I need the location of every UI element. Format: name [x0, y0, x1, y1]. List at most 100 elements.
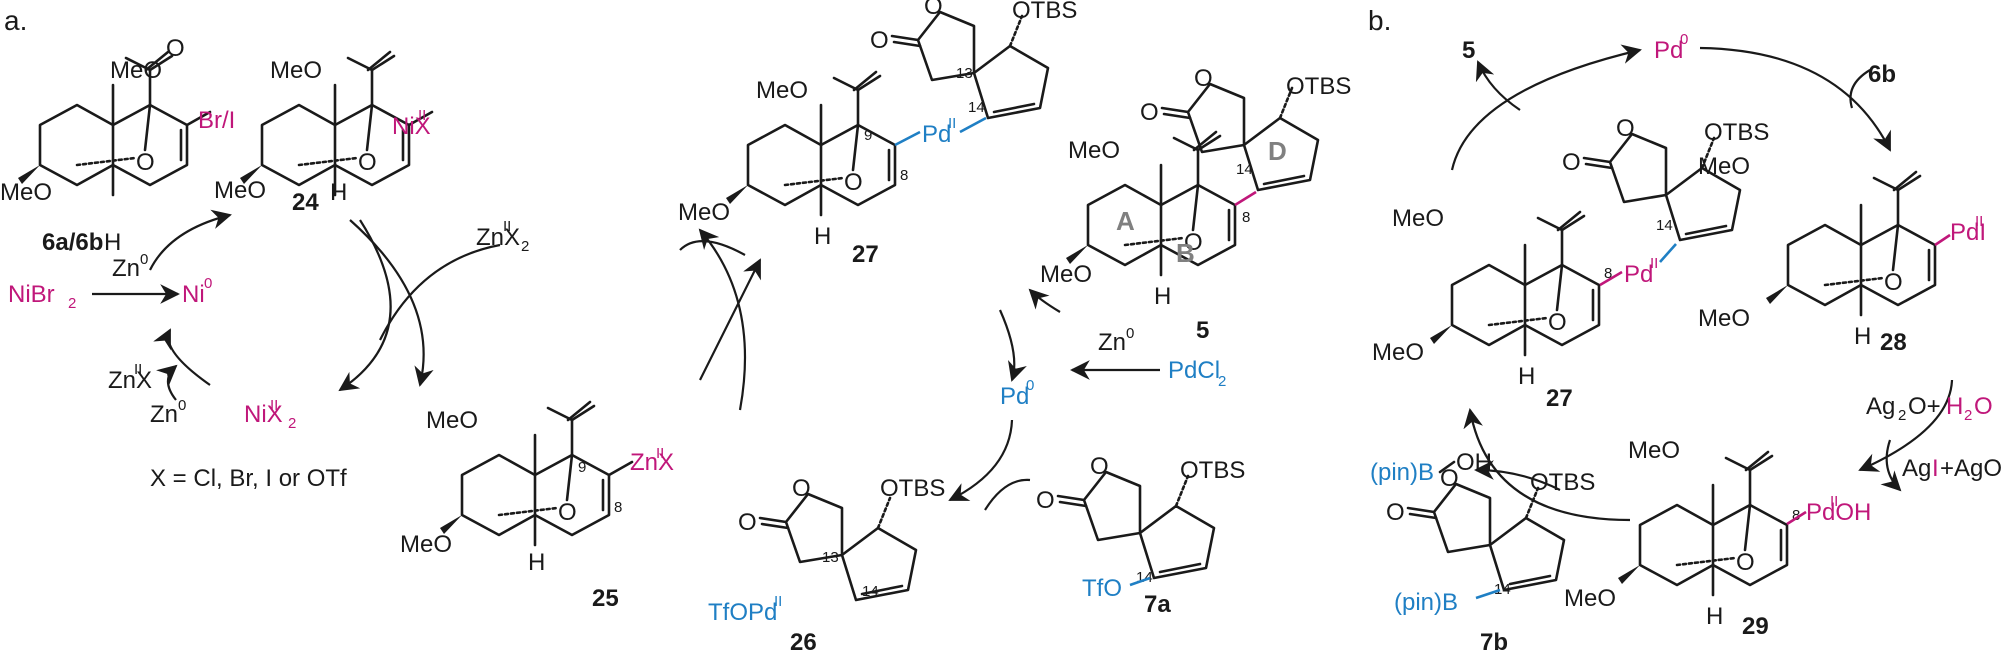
spiro-fragment-5: O O OTBS D 14 [1140, 65, 1351, 192]
pd-vinyl-bond-27 [959, 116, 987, 134]
pdcl2-text: PdCl [1168, 357, 1220, 384]
h2o-sub: 2 [1964, 407, 1972, 424]
pd-ox-27: II [948, 115, 956, 132]
ether-o-text: O [136, 149, 155, 176]
intermediate-27-a: MeO O MeO 9 8 H [678, 70, 908, 250]
otf-bond [1129, 576, 1151, 587]
ether-o-text: O [1184, 229, 1203, 256]
ag2o-sub: 2 [1898, 407, 1906, 424]
pd-ox-27b: II [1650, 255, 1658, 272]
h-24: H [330, 179, 347, 206]
new-c8-c14-bond [1234, 190, 1257, 207]
intermediate-25: MeO O MeO 9 8 H [400, 400, 634, 576]
ether-o-text: O [358, 149, 377, 176]
c14-label: 14 [1656, 217, 1673, 234]
pd-ox-28: II [1975, 213, 1983, 230]
otbs-text: OTBS [1180, 457, 1245, 484]
bpin-7b: (pin)B [1394, 589, 1458, 616]
zn0-bottom-text: Zn [150, 401, 178, 428]
arrow-transmetalation-zn [349, 219, 434, 387]
arrow-27-to-pd0 [998, 309, 1027, 382]
otbs-text: OTBS [1012, 0, 1077, 24]
pd-ox-29: II [1830, 493, 1838, 510]
pd-label-27: Pd [922, 121, 951, 148]
compound-26-label: 26 [790, 629, 817, 656]
c14-label: 14 [862, 583, 879, 600]
c14-label: 14 [1236, 161, 1253, 178]
panel-a-label: a. [4, 5, 27, 36]
otf-label: TfO [1082, 575, 1122, 602]
ni-oxidation-24: II [418, 107, 426, 124]
otbs-text: OTBS [1704, 119, 1769, 146]
compound-7a-label: 7a [1144, 591, 1171, 618]
meo-text: MeO [400, 531, 452, 558]
compound-5-label: 5 [1196, 317, 1209, 344]
zn0-bottom-sup: 0 [178, 397, 186, 414]
h-27: H [814, 223, 831, 250]
c14-label: 14 [1494, 581, 1511, 598]
compound-28-label: 28 [1880, 329, 1907, 356]
nix2-sub: 2 [288, 415, 296, 432]
c9-label: 9 [578, 459, 586, 476]
pd-bond-27b [1599, 270, 1623, 287]
c8-label: 8 [1792, 507, 1800, 524]
meo-ester-text: MeO [1628, 437, 1680, 464]
ring-d-label: D [1268, 136, 1287, 166]
nibr2-text: NiBr [8, 281, 55, 308]
c8-label: 8 [614, 499, 622, 516]
intermediate-26: O O OTBS 13 14 [738, 475, 945, 602]
agi-rest: +AgOH [1940, 455, 2001, 482]
zn-ox-25: II [656, 445, 664, 462]
meo-text: MeO [1040, 261, 1092, 288]
h-25: H [528, 549, 545, 576]
arrow-znx2-in [379, 243, 501, 341]
meo-text: MeO [214, 177, 266, 204]
starting-material-6: MeO O O MeO Br/I [0, 35, 235, 206]
c8-label: 8 [900, 167, 908, 184]
meo-ester-text: MeO [1392, 205, 1444, 232]
ring-b-label: B [1176, 238, 1195, 268]
compound-27b-label: 27 [1546, 385, 1573, 412]
agi-i: I [1932, 455, 1939, 482]
arrow-zn-to-27 [699, 258, 761, 381]
ether-o-text: O [1548, 309, 1567, 336]
lactone-o-text: O [738, 509, 757, 536]
zn0-pd-text: Zn [1098, 329, 1126, 356]
compound-29-label: 29 [1742, 613, 1769, 640]
arrow-27-znx2-out [679, 240, 746, 256]
agi-ag: Ag [1902, 455, 1931, 482]
ag2o-text: Ag [1866, 393, 1895, 420]
h-5: H [1154, 283, 1171, 310]
pd0-b-text: Pd [1654, 37, 1683, 64]
ni0-sup: 0 [204, 275, 212, 292]
x-definition: X = Cl, Br, I or OTf [150, 465, 347, 492]
ether-o-text: O [1736, 549, 1755, 576]
zn0-reductant-text: Zn [112, 255, 140, 282]
c14-label: 14 [1136, 569, 1153, 586]
otbs-text: OTBS [1286, 73, 1351, 100]
intermediate-27-b: MeO O MeO 8 H [1372, 205, 1612, 390]
lactone-ring-o: O [1194, 65, 1213, 92]
zn0-pd-sup: 0 [1126, 325, 1134, 342]
ether-o-text: O [1884, 269, 1903, 296]
zn0-sup: 0 [140, 251, 148, 268]
lactone-ring-o: O [924, 0, 943, 20]
lactone-o-text: O [1036, 487, 1055, 514]
meo-text: MeO [1564, 585, 1616, 612]
ag2o-rest: O+ [1908, 393, 1941, 420]
c8-label: 8 [1242, 209, 1250, 226]
pd-label-27b: Pd [1624, 261, 1653, 288]
arrow-pd0-to-26 [948, 419, 1014, 501]
meo-text: MeO [1698, 305, 1750, 332]
arrow-oxidative-addition [149, 209, 232, 271]
compound-27-label: 27 [852, 241, 879, 268]
znx-sup: II [134, 361, 142, 378]
lactone-o-text: O [1140, 99, 1159, 126]
nix2-text: NiX [244, 401, 283, 428]
c13-label: 13 [822, 549, 839, 566]
c14-label: 14 [968, 99, 985, 116]
compound-24-label: 24 [292, 189, 319, 216]
bpin-oh-b: (pin)B [1370, 459, 1434, 486]
compound-7b-label: 7b [1480, 629, 1508, 656]
arrow-29-to-27 [1463, 408, 1631, 522]
